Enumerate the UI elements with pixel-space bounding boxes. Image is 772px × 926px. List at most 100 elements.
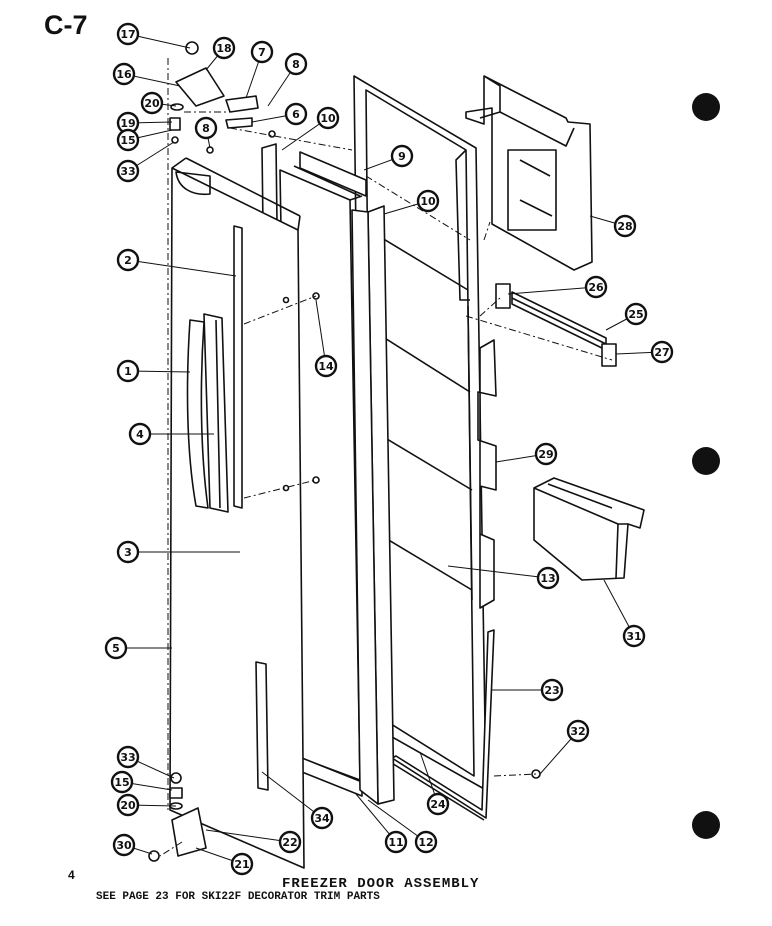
callout-number: 32 [570, 725, 585, 738]
callout-16-2: 16 [112, 62, 181, 87]
callout-3-23: 3 [116, 540, 240, 564]
callout-21-38: 21 [195, 847, 254, 876]
callout-19-6: 19 [116, 111, 173, 135]
callout-number: 1 [124, 365, 132, 378]
callout-number: 18 [216, 42, 231, 55]
callout-28-16: 28 [589, 214, 637, 238]
callout-bubble [310, 806, 334, 830]
callout-bubble [416, 189, 440, 213]
callout-number: 10 [320, 112, 336, 125]
callout-33-11: 33 [116, 141, 175, 183]
callout-22-34: 22 [205, 829, 302, 854]
callout-10-10: 10 [281, 106, 340, 151]
callout-bubble [390, 144, 414, 168]
callout-number: 34 [314, 812, 330, 825]
callout-bubble [116, 128, 140, 152]
page-number: 4 [68, 868, 75, 882]
callout-number: 28 [617, 220, 632, 233]
callout-number: 7 [258, 46, 266, 59]
callout-number: 4 [136, 428, 144, 441]
ice-bin-housing [465, 75, 593, 271]
callout-number: 20 [120, 799, 136, 812]
callout-bubble [278, 830, 302, 854]
callout-bubble [116, 793, 140, 817]
callout-number: 16 [116, 68, 132, 81]
callout-leader [261, 771, 323, 819]
callout-number: 29 [538, 448, 553, 461]
callout-4-21: 4 [128, 422, 214, 446]
callout-32-28: 32 [539, 719, 590, 775]
callout-bubble [116, 540, 140, 564]
callout-number: 26 [588, 281, 604, 294]
callout-34-33: 34 [261, 771, 334, 830]
callout-9-12: 9 [363, 144, 414, 171]
callout-number: 22 [282, 836, 297, 849]
callout-bubble [624, 302, 648, 326]
callout-number: 20 [144, 97, 160, 110]
callout-17: 17 [116, 22, 191, 49]
callout-7-3: 7 [245, 40, 274, 99]
callout-26-15: 26 [507, 275, 608, 299]
callout-11-35: 11 [355, 793, 408, 854]
callout-number: 33 [120, 751, 135, 764]
callout-6-8: 6 [251, 102, 308, 126]
callout-31-25: 31 [603, 579, 646, 648]
cross-reference-note: SEE PAGE 23 FOR SKI22F DECORATOR TRIM PA… [96, 891, 380, 903]
callout-bubble [104, 636, 128, 660]
callout-10-13: 10 [383, 189, 440, 215]
binder-hole-top [692, 93, 720, 121]
callout-leader [507, 286, 597, 295]
binder-hole-middle [692, 447, 720, 475]
callout-bubble [622, 624, 646, 648]
callout-bubble [284, 52, 308, 76]
callout-number: 30 [116, 839, 132, 852]
diagram-title: FREEZER DOOR ASSEMBLY [282, 876, 480, 892]
callout-20-31: 20 [116, 793, 177, 817]
callout-12-36: 12 [367, 799, 438, 854]
callout-bubble [316, 106, 340, 130]
callout-13-24: 13 [447, 565, 560, 590]
callout-8-9: 8 [194, 116, 218, 149]
callout-number: 9 [398, 150, 406, 163]
callout-number: 15 [114, 776, 129, 789]
page-code: C-7 [44, 10, 88, 40]
callout-25-17: 25 [605, 302, 648, 331]
callout-1-18: 1 [116, 359, 191, 383]
callout-number: 21 [234, 858, 249, 871]
callout-29-22: 29 [495, 442, 558, 466]
door-breaker-strip [477, 339, 497, 609]
callout-number: 24 [430, 798, 446, 811]
callout-number: 3 [124, 546, 132, 559]
callout-leader [447, 565, 549, 579]
callout-number: 31 [626, 630, 641, 643]
callout-bubble [112, 833, 136, 857]
callout-number: 15 [120, 134, 135, 147]
callout-8-4: 8 [267, 52, 308, 107]
callout-33-29: 33 [116, 745, 175, 779]
callout-18-1: 18 [205, 36, 236, 71]
callout-bubble [116, 22, 140, 46]
callout-14-19: 14 [314, 299, 338, 378]
callout-number: 6 [292, 108, 300, 121]
callout-24-32: 24 [419, 751, 450, 816]
callout-bubble [116, 159, 140, 183]
callout-bubble [250, 40, 274, 64]
callout-number: 23 [544, 684, 559, 697]
callout-23-27: 23 [492, 678, 564, 702]
shelf-bracket-assembly [495, 283, 617, 367]
door-shelf-bin [533, 477, 645, 581]
callout-bubble [314, 354, 338, 378]
callout-2-14: 2 [116, 248, 237, 277]
callout-bubble [566, 719, 590, 743]
callout-bubble [613, 214, 637, 238]
callout-number: 5 [112, 642, 120, 655]
callout-number: 2 [124, 254, 132, 267]
callout-leader [205, 829, 291, 843]
callout-bubble [584, 275, 608, 299]
callout-bubble [212, 36, 236, 60]
callout-bubble [116, 248, 140, 272]
callout-20-5: 20 [140, 91, 177, 115]
